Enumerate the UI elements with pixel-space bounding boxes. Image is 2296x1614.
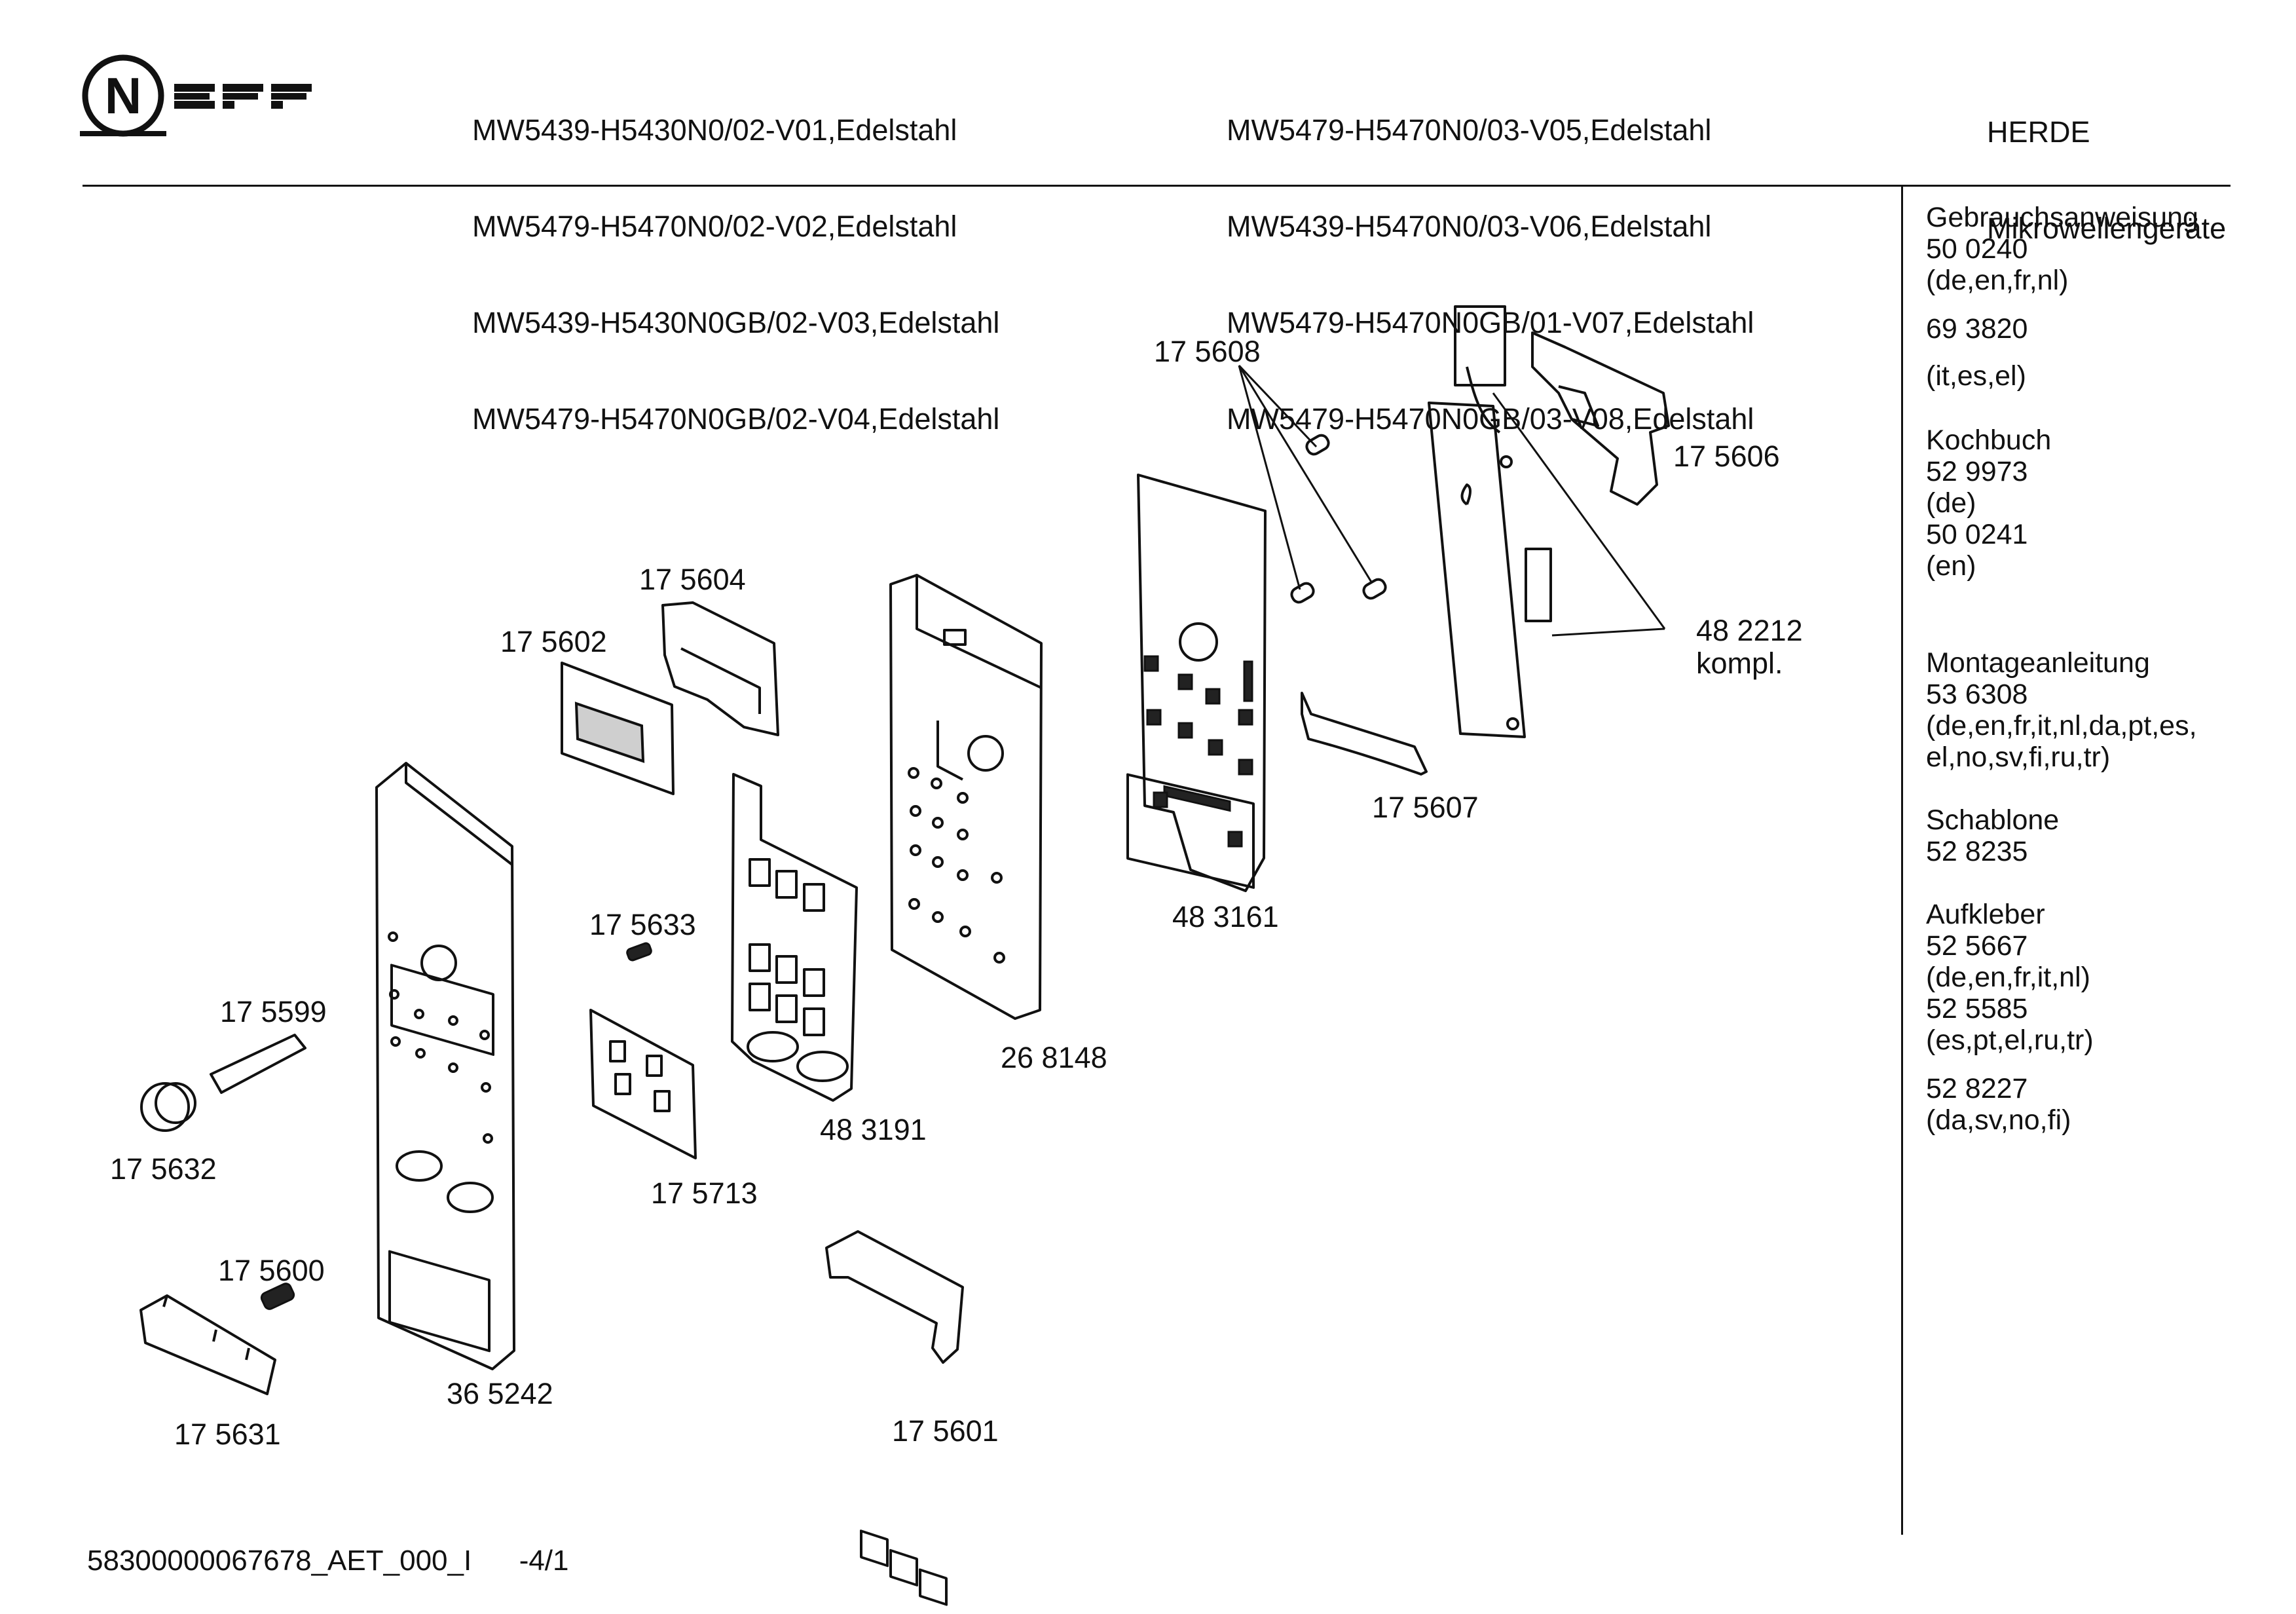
doc-block-languages: (it,es,el) xyxy=(1926,360,2026,392)
footer-code: 58300000067678_AET_000_I xyxy=(87,1545,472,1577)
part-pcb-483161 xyxy=(1126,474,1267,892)
footer: 58300000067678_AET_000_I -4/1 xyxy=(87,1545,569,1577)
part-spring-175633 xyxy=(626,942,652,962)
doc-block-528227: 52 8227 (da,sv,no,fi) xyxy=(1926,1073,2071,1136)
part-label-175608: 17 5608 xyxy=(1154,335,1261,368)
neff-logo: N NEFF xyxy=(80,54,312,137)
doc-block-693820: 69 3820 xyxy=(1926,313,2028,345)
model-line: MW5439-H5430N0/02-V01,Edelstahl xyxy=(472,113,957,147)
part-label-175601: 17 5601 xyxy=(892,1414,999,1448)
part-keypad-483191 xyxy=(731,773,858,1102)
part-board-482212 xyxy=(1428,366,1552,738)
category-line2: Mikrowellengeräte xyxy=(1987,212,2227,245)
footer-page: -4/1 xyxy=(519,1545,569,1577)
leader-lines xyxy=(1238,364,1666,637)
svg-text:N: N xyxy=(105,67,141,124)
part-window-175602 xyxy=(561,662,675,795)
part-shaft-175599 xyxy=(210,1034,306,1094)
part-holder-175601 xyxy=(825,1230,964,1606)
part-label-kompl: kompl. xyxy=(1696,647,1783,680)
part-label-175713: 17 5713 xyxy=(651,1176,758,1210)
part-ribbon-175607 xyxy=(1301,692,1428,776)
models-left: MW5439-H5430N0/02-V01,Edelstahl MW5479-H… xyxy=(472,50,999,467)
doc-block-schablone: Schablone 52 8235 xyxy=(1926,804,2060,867)
part-label-365242: 36 5242 xyxy=(447,1377,553,1410)
part-label-175604: 17 5604 xyxy=(639,563,746,596)
part-label-175607: 17 5607 xyxy=(1372,791,1479,824)
category-line1: HERDE xyxy=(1987,115,2090,149)
model-line: MW5479-H5470N0/02-V02,Edelstahl xyxy=(472,210,957,243)
model-line: MW5479-H5470N0GB/02-V04,Edelstahl xyxy=(472,402,1000,436)
part-label-175606: 17 5606 xyxy=(1673,440,1780,473)
part-label-175600: 17 5600 xyxy=(218,1254,325,1287)
header-rule xyxy=(83,185,2231,187)
sidebar-divider xyxy=(1901,185,1903,1535)
part-bracket-175606 xyxy=(1454,305,1670,506)
part-label-175631: 17 5631 xyxy=(174,1417,281,1451)
part-label-483161: 48 3161 xyxy=(1172,900,1279,933)
part-button-175631 xyxy=(139,1294,276,1395)
part-label-483191: 48 3191 xyxy=(820,1113,927,1146)
model-line: MW5479-H5470N0/03-V05,Edelstahl xyxy=(1227,113,1712,147)
part-pin-175608 xyxy=(1290,434,1387,604)
part-label-175602: 17 5602 xyxy=(500,625,607,658)
model-line: MW5439-H5430N0GB/02-V03,Edelstahl xyxy=(472,306,1000,339)
model-line: MW5479-H5470N0GB/01-V07,Edelstahl xyxy=(1227,306,1754,339)
part-bracket-175604 xyxy=(661,601,779,736)
doc-block-montageanleitung: Montageanleitung 53 6308 (de,en,fr,it,nl… xyxy=(1926,647,2197,773)
category: HERDE Mikrowellengeräte xyxy=(1987,52,2226,276)
part-membrane-175713 xyxy=(589,1009,697,1159)
part-spring-175600 xyxy=(260,1283,295,1310)
part-label-175632: 17 5632 xyxy=(110,1152,217,1186)
part-label-175599: 17 5599 xyxy=(220,995,327,1028)
models-right: MW5479-H5470N0/03-V05,Edelstahl MW5439-H… xyxy=(1227,50,1754,467)
part-knob-175632 xyxy=(140,1082,196,1132)
part-front-panel-365242 xyxy=(375,762,515,1370)
doc-block-gebrauchsanweisung: Gebrauchsanweisung 50 0240 (de,en,fr,nl) xyxy=(1926,202,2198,296)
part-label-482212: 48 2212 xyxy=(1696,614,1803,647)
part-label-268148: 26 8148 xyxy=(1001,1041,1107,1074)
part-frame-268148 xyxy=(889,574,1043,1020)
doc-block-kochbuch: Kochbuch 52 9973 (de) 50 0241 (en) xyxy=(1926,424,2052,582)
svg-text:NEFF: NEFF xyxy=(232,126,250,133)
model-line: MW5439-H5470N0/03-V06,Edelstahl xyxy=(1227,210,1712,243)
part-label-175633: 17 5633 xyxy=(589,908,696,941)
doc-block-aufkleber: Aufkleber 52 5667 (de,en,fr,it,nl) 52 55… xyxy=(1926,899,2094,1056)
